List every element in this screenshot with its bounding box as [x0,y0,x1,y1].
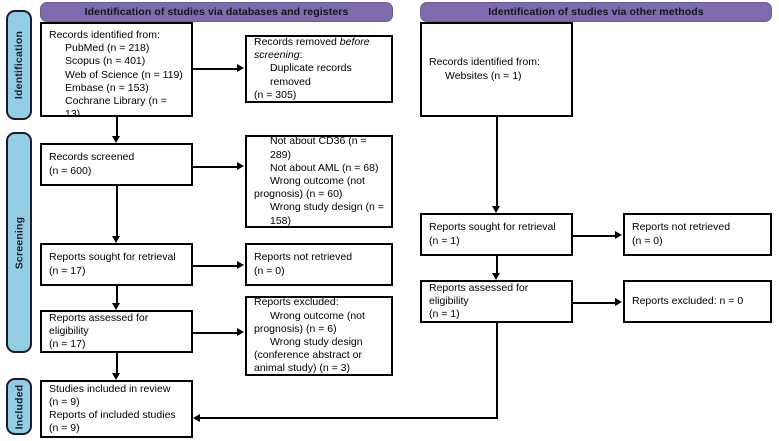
records-removed-item-0: Duplicate records removed [270,62,352,88]
box-reports-not-retrieved: Reports not retrieved (n = 0) [245,243,393,286]
box-records-removed: Records removed before screening: Duplic… [245,35,393,103]
connector-screened-to-excluded [193,166,237,168]
phase-tab-identification-label: Identification [13,30,26,100]
reports-not-retrieved-count: (n = 0) [254,264,285,277]
other-records-identified-item-0: Websites (n = 1) [445,69,522,82]
arrowhead-other-identified-to-sought [492,206,501,213]
phase-tab-included: Included [6,378,32,435]
connector-other-assessed-elbow-horizontal [200,417,497,419]
records-identified-item-0: PubMed (n = 218) [65,42,150,55]
box-reports-excluded-eligibility: Reports excluded: Wrong outcome (not pro… [245,296,393,376]
other-reports-not-retrieved-title: Reports not retrieved [632,221,731,234]
records-removed-text-plain: Records removed [254,36,340,48]
reports-excluded-eligibility-title: Reports excluded: [254,296,339,309]
reports-excluded-screening-item-2: Wrong outcome (not [270,174,365,187]
records-identified-item-1: Scopus (n = 401) [65,55,146,68]
records-removed-line-1: Records removed before [254,36,384,49]
column-header-databases-label: Identification of studies via databases … [84,6,349,18]
reports-excluded-eligibility-item-4: animal study) (n = 3) [254,362,350,375]
other-records-identified-title: Records identified from: [429,56,540,69]
arrowhead-assessed-to-included [112,373,121,380]
connector-other-sought-to-not-retrieved [573,235,615,237]
box-other-records-identified: Records identified from: Websites (n = 1… [420,22,573,117]
column-header-other-methods: Identification of studies via other meth… [420,2,772,22]
phase-tab-identification: Identification [6,10,32,120]
box-reports-sought: Reports sought for retrieval (n = 17) [40,243,193,286]
arrowhead-assessed-to-excluded [237,328,244,337]
reports-assessed-count: (n = 17) [49,338,86,351]
connector-screened-to-sought [116,186,118,236]
connector-assessed-to-excluded [193,332,237,334]
other-reports-sought-count: (n = 1) [429,234,460,247]
box-other-reports-assessed: Reports assessed for eligibility (n = 1) [420,280,573,323]
records-removed-text-italic: before [339,36,370,48]
studies-included-line-3: Reports of included studies [49,409,176,421]
records-removed-colon: : [299,49,303,62]
connector-other-assessed-elbow-vertical [496,323,498,419]
connector-assessed-to-included [116,353,118,373]
reports-excluded-eligibility-item-0: Wrong outcome (not [270,309,365,322]
other-reports-assessed-title: Reports assessed for eligibility [429,281,529,307]
connector-sought-to-assessed [116,286,118,303]
phase-tab-screening: Screening [6,132,32,353]
records-identified-item-2: Web of Science (n = 119) [65,68,183,81]
box-records-identified: Records identified from: PubMed (n = 218… [40,22,193,117]
arrowhead-other-sought-to-not-retrieved [615,231,622,240]
studies-included-line-2: (n = 9) [49,395,80,408]
box-other-reports-excluded: Reports excluded: n = 0 [623,280,772,323]
arrowhead-identified-to-screened [112,136,121,143]
arrowhead-other-sought-to-assessed [492,273,501,280]
reports-excluded-eligibility-item-3: (conference abstract or [254,349,362,362]
arrowhead-sought-to-not-retrieved [237,261,244,270]
reports-excluded-screening-item-1: Not about AML (n = 68) [270,161,379,174]
records-removed-line-2: screening: [254,49,384,62]
other-reports-assessed-count: (n = 1) [429,308,460,321]
reports-excluded-screening-item-4: Wrong study design (n = 158) [270,201,384,227]
arrowhead-identified-to-removed [237,64,244,73]
box-other-reports-not-retrieved: Reports not retrieved (n = 0) [623,213,772,256]
arrowhead-other-assessed-to-excluded [615,298,622,307]
other-reports-sought-title: Reports sought for retrieval [429,221,556,234]
reports-excluded-screening-item-0: Not about CD36 (n = 289) [270,135,367,161]
other-reports-excluded-title: Reports excluded: n = 0 [632,294,744,307]
reports-excluded-eligibility-item-2: Wrong study design [270,336,363,348]
reports-excluded-screening-item-3: prognosis) (n = 60) [254,188,343,201]
records-identified-item-3: Embase (n = 153) [65,81,149,94]
records-identified-title: Records identified from: [49,29,160,41]
records-removed-text-italic-2: screening [254,49,300,62]
studies-included-line-1: Studies included in review [49,382,171,395]
connector-other-assessed-to-excluded [573,302,615,304]
column-header-databases: Identification of studies via databases … [40,2,393,22]
connector-identified-to-removed [193,68,237,70]
records-identified-item-4: Cochrane Library (n = 13) [65,95,167,117]
box-studies-included: Studies included in review (n = 9) Repor… [40,380,193,438]
reports-assessed-title: Reports assessed for eligibility [49,311,149,337]
records-removed-count: (n = 305) [254,88,297,101]
phase-tab-screening-label: Screening [13,216,26,269]
connector-other-identified-to-sought [496,117,498,206]
arrowhead-other-assessed-to-included [193,413,200,422]
reports-excluded-eligibility-item-1: prognosis) (n = 6) [254,322,337,335]
arrowhead-sought-to-assessed [112,303,121,310]
phase-tab-included-label: Included [13,384,25,429]
box-other-reports-sought: Reports sought for retrieval (n = 1) [420,213,573,256]
box-reports-excluded-screening: Reports excluded: Not about CD36 (n = 28… [245,135,393,228]
box-reports-assessed: Reports assessed for eligibility (n = 17… [40,310,193,353]
arrowhead-screened-to-sought [112,236,121,243]
box-records-screened: Records screened (n = 600) [40,143,193,186]
other-reports-not-retrieved-count: (n = 0) [632,234,663,247]
reports-sought-title: Reports sought for retrieval [49,251,176,264]
records-screened-count: (n = 600) [49,164,92,177]
arrowhead-screened-to-excluded [237,162,244,171]
column-header-other-methods-label: Identification of studies via other meth… [488,6,704,18]
studies-included-line-4: (n = 9) [49,422,80,435]
reports-sought-count: (n = 17) [49,264,86,277]
connector-sought-to-not-retrieved [193,265,237,267]
connector-other-sought-to-assessed [496,256,498,273]
reports-not-retrieved-title: Reports not retrieved [254,251,353,264]
records-screened-title: Records screened [49,151,135,164]
connector-identified-to-screened [116,117,118,136]
